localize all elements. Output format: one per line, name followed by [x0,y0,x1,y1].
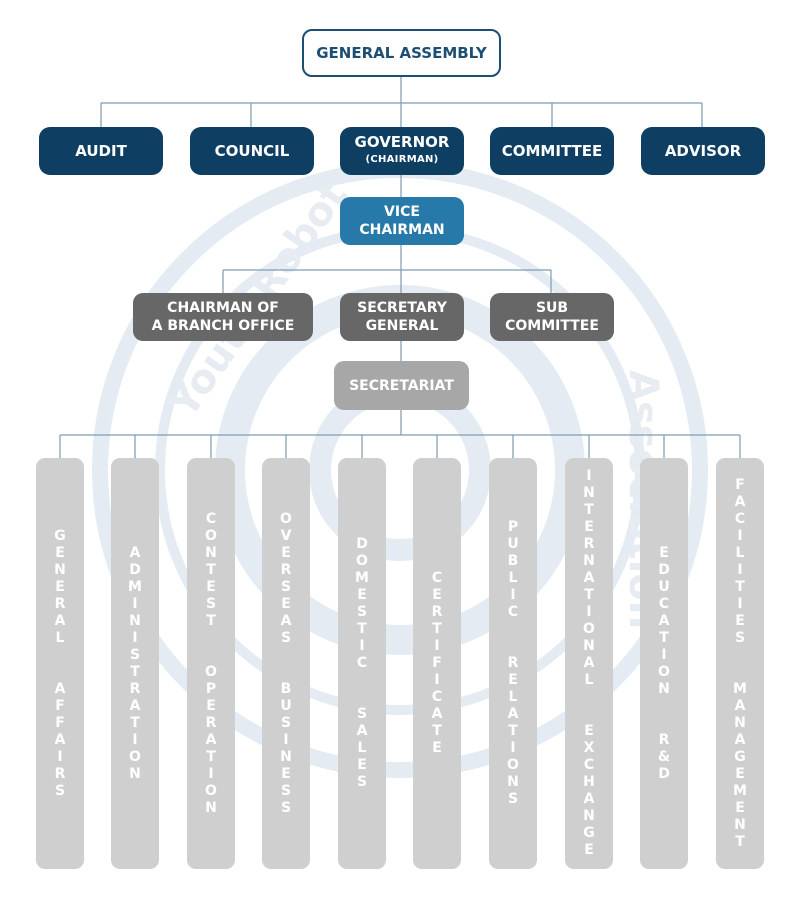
general-assembly-node: GENERAL ASSEMBLY [302,29,501,77]
department-label: CONTEST OPERATION [203,510,219,817]
department-label: PUBLIC RELATIONS [505,519,521,808]
department-contest-operation: CONTEST OPERATION [187,458,235,869]
sub-committee-line2: COMMITTEE [505,318,599,334]
advisor-node: ADVISOR [641,127,765,175]
branch-office-chairman-node: CHAIRMAN OF A BRANCH OFFICE [133,293,313,341]
department-label: DOMESTIC SALES [354,536,370,791]
department-label: INTERNATIONAL EXCHANGE [581,468,597,859]
sub-committee-line1: SUB [535,300,569,316]
vice-chairman-line2: CHAIRMAN [359,222,445,238]
department-label: OVERSEAS BUSINESS [278,510,294,817]
secretariat-label: SECRETARIAT [349,377,454,394]
department-label: ADMINISTRATION [127,544,143,783]
branch-office-line1: CHAIRMAN OF [167,300,279,316]
secretary-general-node: SECRETARY GENERAL [340,293,464,341]
department-facilities-management: FACILITIES MANAGEMENT [716,458,764,869]
vice-chairman-node: VICE CHAIRMAN [340,197,464,245]
department-public-relations: PUBLIC RELATIONS [489,458,537,869]
advisor-label: ADVISOR [664,142,742,160]
department-label: EDUCATION R&D [656,544,672,783]
department-label: CERTIFICATE [429,570,445,757]
department-international-exchange: INTERNATIONAL EXCHANGE [565,458,613,869]
department-education-rd: EDUCATION R&D [640,458,688,869]
committee-node: COMMITTEE [490,127,614,175]
audit-node: AUDIT [39,127,163,175]
department-general-affairs: GENERAL AFFAIRS [36,458,84,869]
department-certificate: CERTIFICATE [413,458,461,869]
department-label: FACILITIES MANAGEMENT [732,476,748,851]
department-label: GENERAL AFFAIRS [52,527,68,800]
department-administration: ADMINISTRATION [111,458,159,869]
vice-chairman-line1: VICE [384,204,420,220]
audit-label: AUDIT [75,142,127,160]
council-label: COUNCIL [214,142,290,160]
committee-label: COMMITTEE [501,142,603,160]
secretary-general-line2: GENERAL [365,318,439,334]
secretariat-node: SECRETARIAT [334,361,469,410]
branch-office-line2: A BRANCH OFFICE [151,318,295,334]
sub-committee-node: SUB COMMITTEE [490,293,614,341]
secretary-general-line1: SECRETARY [357,300,447,316]
governor-sublabel: (CHAIRMAN) [365,154,439,165]
department-overseas-business: OVERSEAS BUSINESS [262,458,310,869]
general-assembly-label: GENERAL ASSEMBLY [316,44,487,62]
council-node: COUNCIL [190,127,314,175]
governor-node: GOVERNOR (CHAIRMAN) [340,127,464,175]
department-domestic-sales: DOMESTIC SALES [338,458,386,869]
governor-label: GOVERNOR [354,133,450,151]
